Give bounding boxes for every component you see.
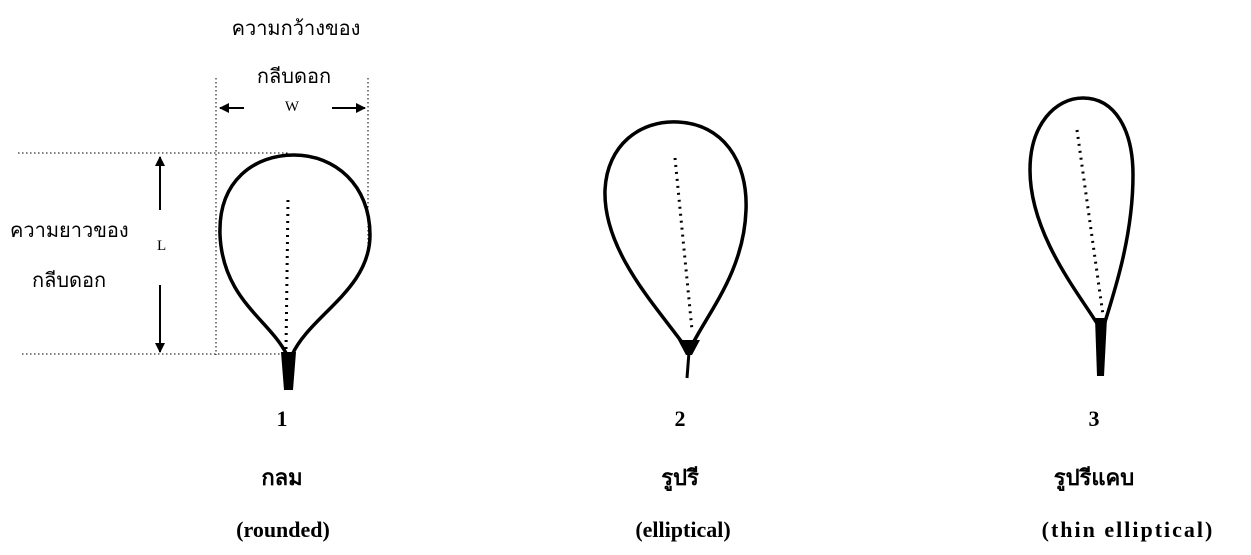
width-label-line1: ความกว้างของ (232, 12, 361, 44)
shape-english-name: (rounded) (236, 517, 330, 543)
width-label-line2: กลีบดอก (257, 60, 331, 92)
shape-english-name: (thin elliptical) (1042, 517, 1215, 543)
length-label-line2: กลีบดอก (32, 264, 106, 296)
petal-elliptical (605, 122, 746, 378)
length-label-line1: ความยาวของ (10, 214, 129, 246)
length-symbol: L (157, 238, 166, 255)
shape-english-name: (elliptical) (635, 517, 730, 543)
shape-number: 2 (675, 406, 686, 432)
shape-number: 3 (1089, 406, 1100, 432)
shape-thai-name: กลม (261, 460, 302, 495)
shape-thai-name: รูปรีแคบ (1054, 460, 1134, 495)
petal-rounded (220, 155, 370, 390)
shape-thai-name: รูปรี (661, 460, 699, 495)
shape-number: 1 (277, 406, 288, 432)
width-symbol: W (285, 99, 299, 116)
petal-thin-elliptical (1030, 98, 1133, 376)
